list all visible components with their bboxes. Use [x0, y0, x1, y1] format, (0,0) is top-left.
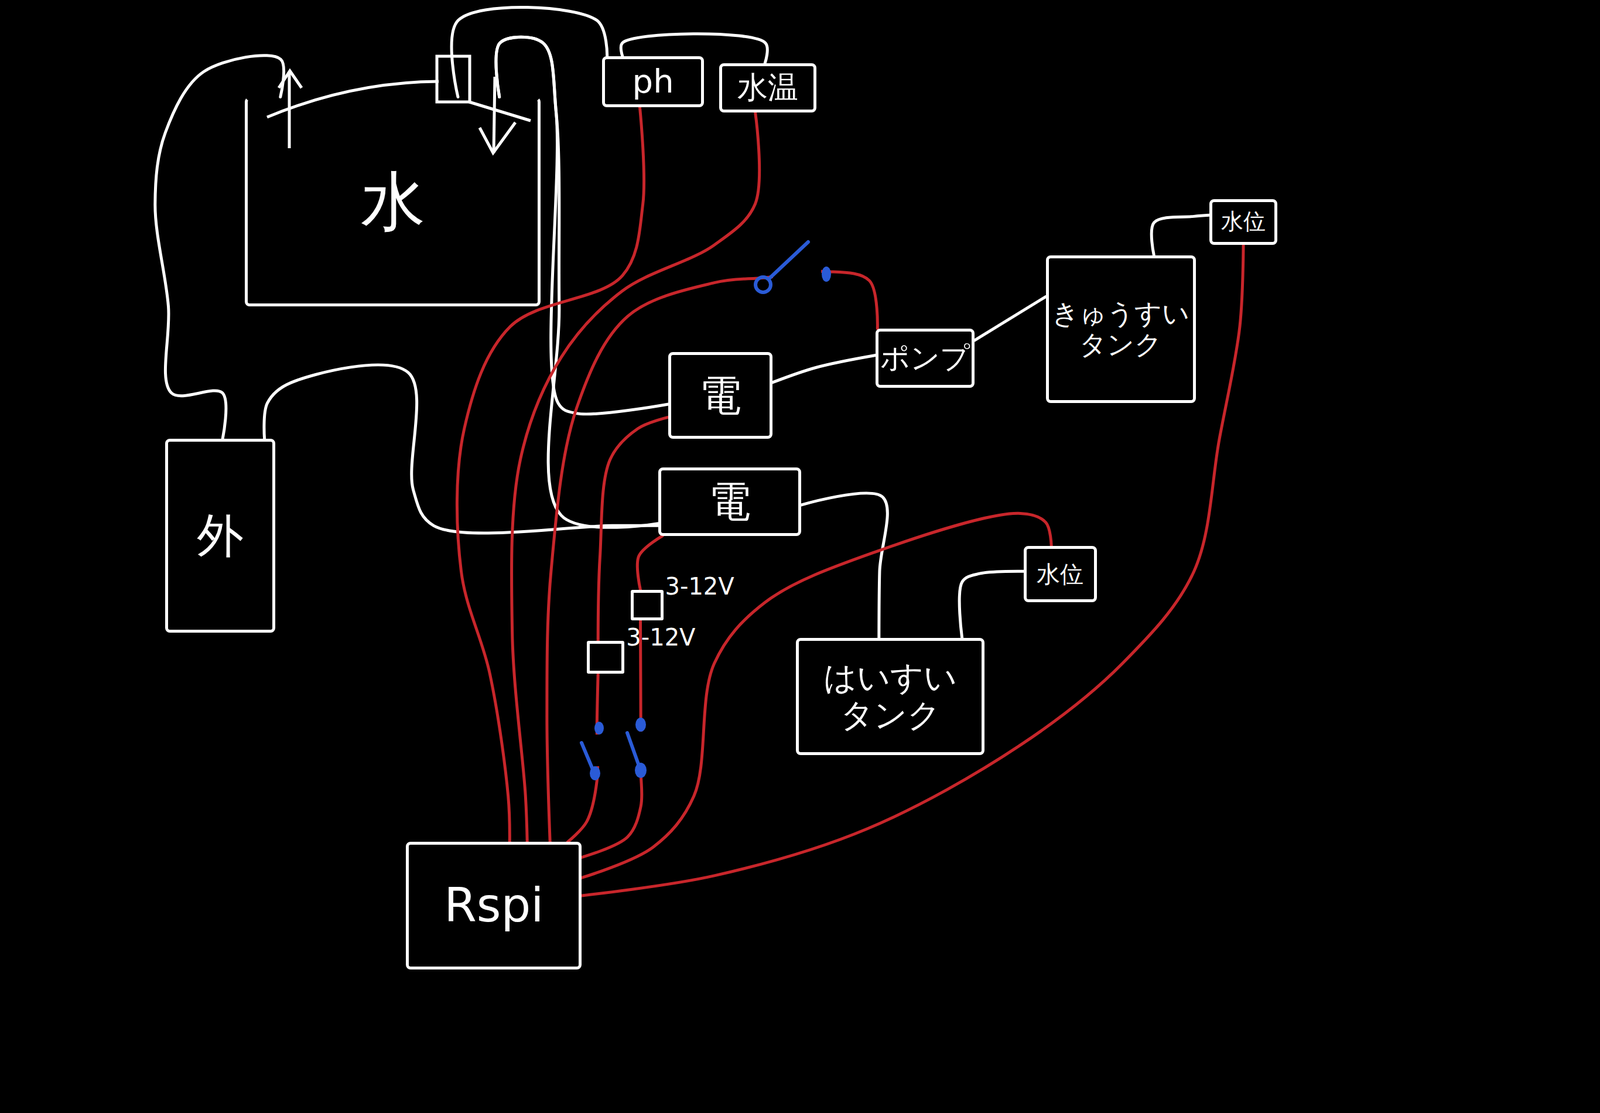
water-tank: 水 [244, 97, 541, 307]
pipe-line [772, 355, 876, 383]
converter-box: 3-12V [586, 640, 625, 674]
signal-wire [546, 271, 878, 842]
controller-box: Rspi [405, 841, 582, 970]
pipe-line [1151, 214, 1209, 255]
pump-box: ポンプ [875, 328, 975, 388]
node-label: 水位 [1036, 560, 1084, 588]
pipe-line [959, 571, 1024, 638]
signal-wire [637, 535, 663, 590]
signal-wire [456, 107, 644, 842]
switch-contact [634, 762, 647, 778]
node-label: ポンプ [880, 341, 970, 376]
pipe-line [267, 81, 439, 118]
level-sensor: 水位 [1209, 199, 1278, 245]
node-label: 3-12V [626, 623, 696, 651]
ph-sensor: ph [602, 56, 704, 108]
pipe-line [974, 296, 1046, 341]
flow-arrow [493, 76, 495, 153]
node-label: ph [632, 62, 675, 101]
node-label: 水温 [737, 70, 799, 106]
external-filter: 外 [165, 438, 276, 633]
flow-arrow [479, 122, 516, 153]
converter-box: 3-12V [630, 589, 664, 621]
node-label: 電 [708, 477, 751, 526]
switch-contact [635, 717, 646, 732]
node-label: 水 [360, 164, 426, 239]
power-box: 電 [668, 351, 773, 439]
flow-arrow [288, 72, 292, 149]
node-label: きゅうすい タンク [1048, 298, 1193, 361]
pipe-line [469, 101, 531, 121]
switch-contact [594, 721, 604, 735]
pipe-line [155, 55, 285, 439]
node-label: 外 [196, 508, 244, 563]
switch-contact [755, 277, 771, 293]
node-label: はいすい タンク [798, 658, 982, 735]
node-label: 電 [699, 371, 742, 420]
signal-wire [581, 244, 1244, 896]
switch-lever [627, 732, 640, 768]
power-box: 電 [658, 467, 802, 536]
level-sensor: 水位 [1023, 545, 1097, 603]
drain-tank: はいすい タンク [795, 637, 985, 755]
node-label: Rspi [443, 878, 544, 933]
pipe-line [801, 493, 888, 638]
switch-contact [821, 266, 832, 282]
temp-sensor: 水温 [719, 63, 817, 113]
signal-wire [511, 112, 760, 843]
switch-contact [589, 766, 601, 781]
supply-tank: きゅうすい タンク [1045, 255, 1196, 404]
switch-gap [773, 262, 822, 284]
signal-wire [581, 513, 1052, 878]
pipe-line [451, 7, 608, 97]
node-label: 3-12V [665, 572, 735, 600]
node-label: 水位 [1221, 209, 1266, 235]
switch-lever [770, 241, 809, 278]
